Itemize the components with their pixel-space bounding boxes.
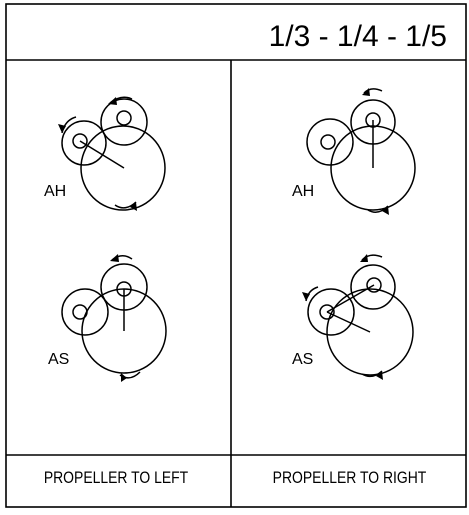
gear-diagram-right-as (305, 254, 414, 378)
ratio-header: 1/3 - 1/4 - 1/5 (268, 20, 447, 53)
label-ah-left: AH (44, 183, 67, 200)
footer-propeller-left: PROPELLER TO LEFT (43, 468, 189, 487)
arrowheads-left-ah (58, 97, 137, 211)
arrowheads-right-as (302, 254, 383, 380)
footer-propeller-right: PROPELLER TO RIGHT (272, 468, 427, 487)
label-as-left: AS (48, 351, 70, 368)
gear-diagram-left-as (61, 255, 167, 379)
arrowheads-right-ah (362, 88, 389, 215)
arrowheads-left-as (110, 254, 127, 382)
gear-diagram-right-ah (306, 88, 416, 213)
gear-diagram-left-ah (61, 96, 166, 211)
table-grid (5, 3, 467, 508)
label-as-right: AS (292, 351, 314, 368)
label-ah-right: AH (292, 183, 315, 200)
